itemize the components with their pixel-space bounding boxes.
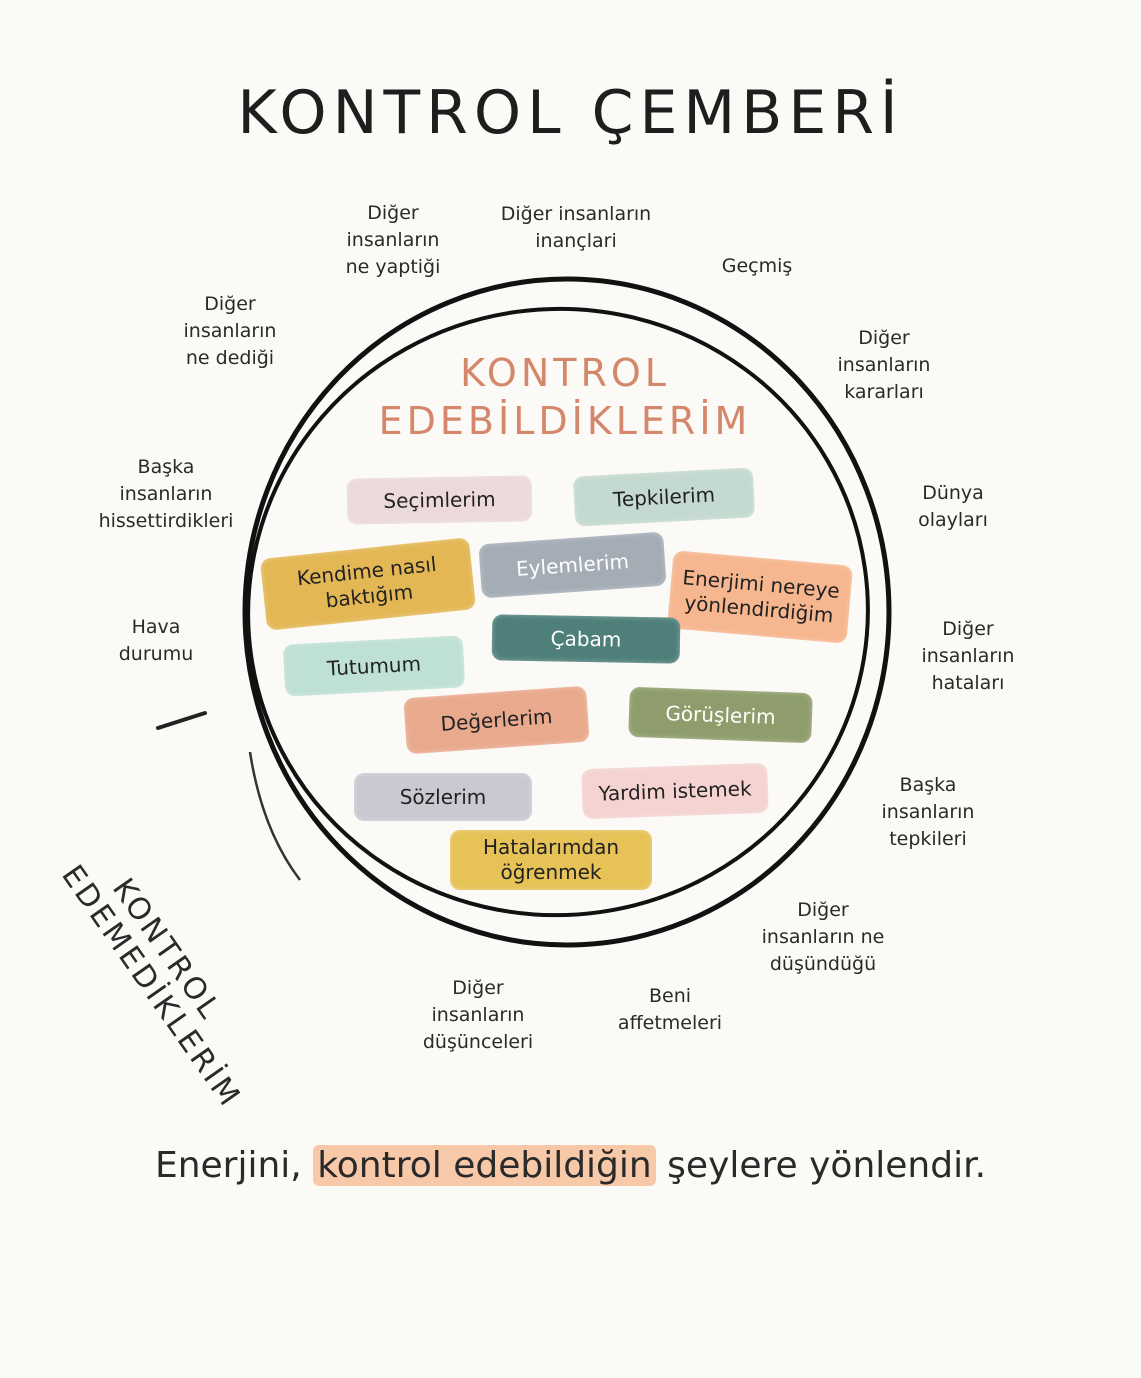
pill-opinions: Görüşlerim — [628, 686, 813, 744]
outside-label: Diğer insanların inançlari — [500, 203, 652, 252]
outside-label: Diğer insanların ne yaptiği — [345, 202, 441, 278]
outside-label: Başka insanların hissettirdikleri — [98, 456, 234, 532]
tagline-highlight: kontrol edebildiğin — [313, 1145, 656, 1186]
circle-stroke-inner — [246, 306, 870, 918]
tagline-start: Enerjini, — [154, 1145, 314, 1186]
outside-label: Diğer insanların ne düşündüğü — [761, 899, 885, 975]
pill-attitude: Tutumum — [282, 635, 466, 697]
inner-title-line1: KONTROL — [460, 351, 670, 395]
outside-label: Diğer insanların kararları — [837, 327, 931, 403]
pill-choices: Seçimlerim — [346, 475, 533, 525]
pill-ask-help: Yardim istemek — [581, 762, 769, 820]
outside-label: Beni affetmeleri — [617, 985, 723, 1034]
outside-label: Dünya olayları — [918, 482, 988, 531]
pill-energy: Enerjimi nereye yönlendirdiğim — [666, 550, 854, 644]
inner-title-line2: EDEBİLDİKLERİM — [378, 399, 752, 443]
outside-label: Diğer insanların ne dediği — [183, 293, 277, 369]
page-title: KONTROL ÇEMBERİ — [237, 78, 904, 148]
divider-dash — [156, 711, 207, 730]
pill-effort: Çabam — [491, 614, 681, 664]
outside-label: Başka insanların tepkileri — [881, 774, 975, 850]
pill-learn-mistakes: Hatalarımdan öğrenmek — [450, 830, 652, 890]
tagline-end: şeylere yönlendir. — [655, 1145, 987, 1186]
outside-label: Hava durumu — [118, 616, 194, 665]
tagline: Enerjini, kontrol edebildiğin şeylere yö… — [0, 1145, 1141, 1186]
outside-label: Diğer insanların düşünceleri — [422, 977, 534, 1053]
circle-stroke-outer — [242, 276, 892, 948]
outer-arc-line — [248, 751, 301, 881]
pill-reactions: Tepkilerim — [572, 467, 756, 527]
outside-label: Geçmiş — [721, 255, 793, 277]
pill-words: Sözlerim — [354, 773, 532, 821]
outside-label: Diğer insanların hataları — [921, 618, 1015, 694]
